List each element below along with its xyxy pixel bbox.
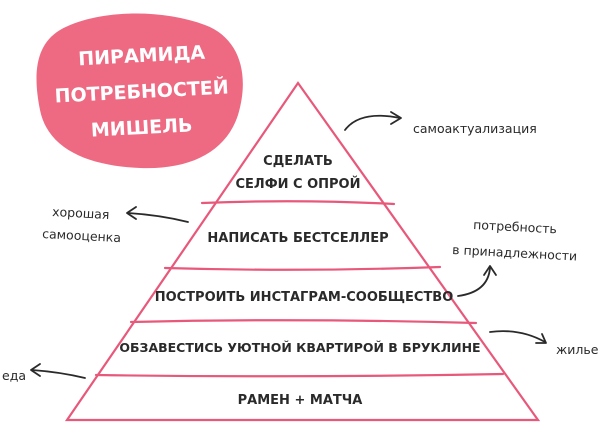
arrowhead-housing xyxy=(535,333,547,344)
tier-labels: СДЕЛАТЬ СЕЛФИ С ОПРОЙ НАПИСАТЬ БЕСТСЕЛЛЕ… xyxy=(119,154,480,408)
note-belonging-line-1: потребность xyxy=(473,217,557,236)
arrow-food xyxy=(31,369,86,379)
note-esteem-line-1: хорошая xyxy=(52,204,110,222)
arrowhead-esteem xyxy=(126,206,137,220)
note-belonging-line-2: в принадлежности xyxy=(452,242,578,264)
tier-top-line-2: СЕЛФИ С ОПРОЙ xyxy=(236,176,361,192)
arrowhead-belonging xyxy=(483,265,497,276)
tier-4-label: ОБЗАВЕСТИСЬ УЮТНОЙ КВАРТИРОЙ В БРУКЛИНЕ xyxy=(119,340,480,355)
tier-3-label: ПОСТРОИТЬ ИНСТАГРАМ-СООБЩЕСТВО xyxy=(155,290,454,305)
tier-divider-1 xyxy=(200,200,396,206)
note-self-actualization: самоактуализация xyxy=(413,121,537,136)
tier-top-line-1: СДЕЛАТЬ xyxy=(263,154,333,169)
arrow-belonging xyxy=(457,267,491,297)
tier-divider-3 xyxy=(129,319,478,325)
arrow-esteem xyxy=(127,212,189,223)
arrowhead-food xyxy=(30,363,41,377)
title-line-3: МИШЕЛЬ xyxy=(90,114,193,141)
title-blob: ПИРАМИДА ПОТРЕБНОСТЕЙ МИШЕЛЬ xyxy=(36,13,243,169)
arrow-self-actualization xyxy=(344,114,401,131)
arrows xyxy=(30,111,547,379)
pyramid-outline xyxy=(64,81,541,422)
arrow-housing xyxy=(489,330,546,343)
tier-divider-2 xyxy=(163,265,442,271)
pyramid xyxy=(64,81,541,422)
annotations: самоактуализация хорошая самооценка потр… xyxy=(2,121,599,383)
tier-divider-4 xyxy=(94,372,505,378)
note-food: еда xyxy=(2,368,26,383)
tier-5-label: РАМЕН + МАТЧА xyxy=(238,393,363,408)
tier-2-label: НАПИСАТЬ БЕСТСЕЛЛЕР xyxy=(207,231,388,246)
note-housing: жилье xyxy=(556,342,599,357)
note-esteem-line-2: самооценка xyxy=(42,226,122,245)
title-blob-shape xyxy=(36,13,243,169)
arrowhead-self-actualization xyxy=(390,111,402,125)
